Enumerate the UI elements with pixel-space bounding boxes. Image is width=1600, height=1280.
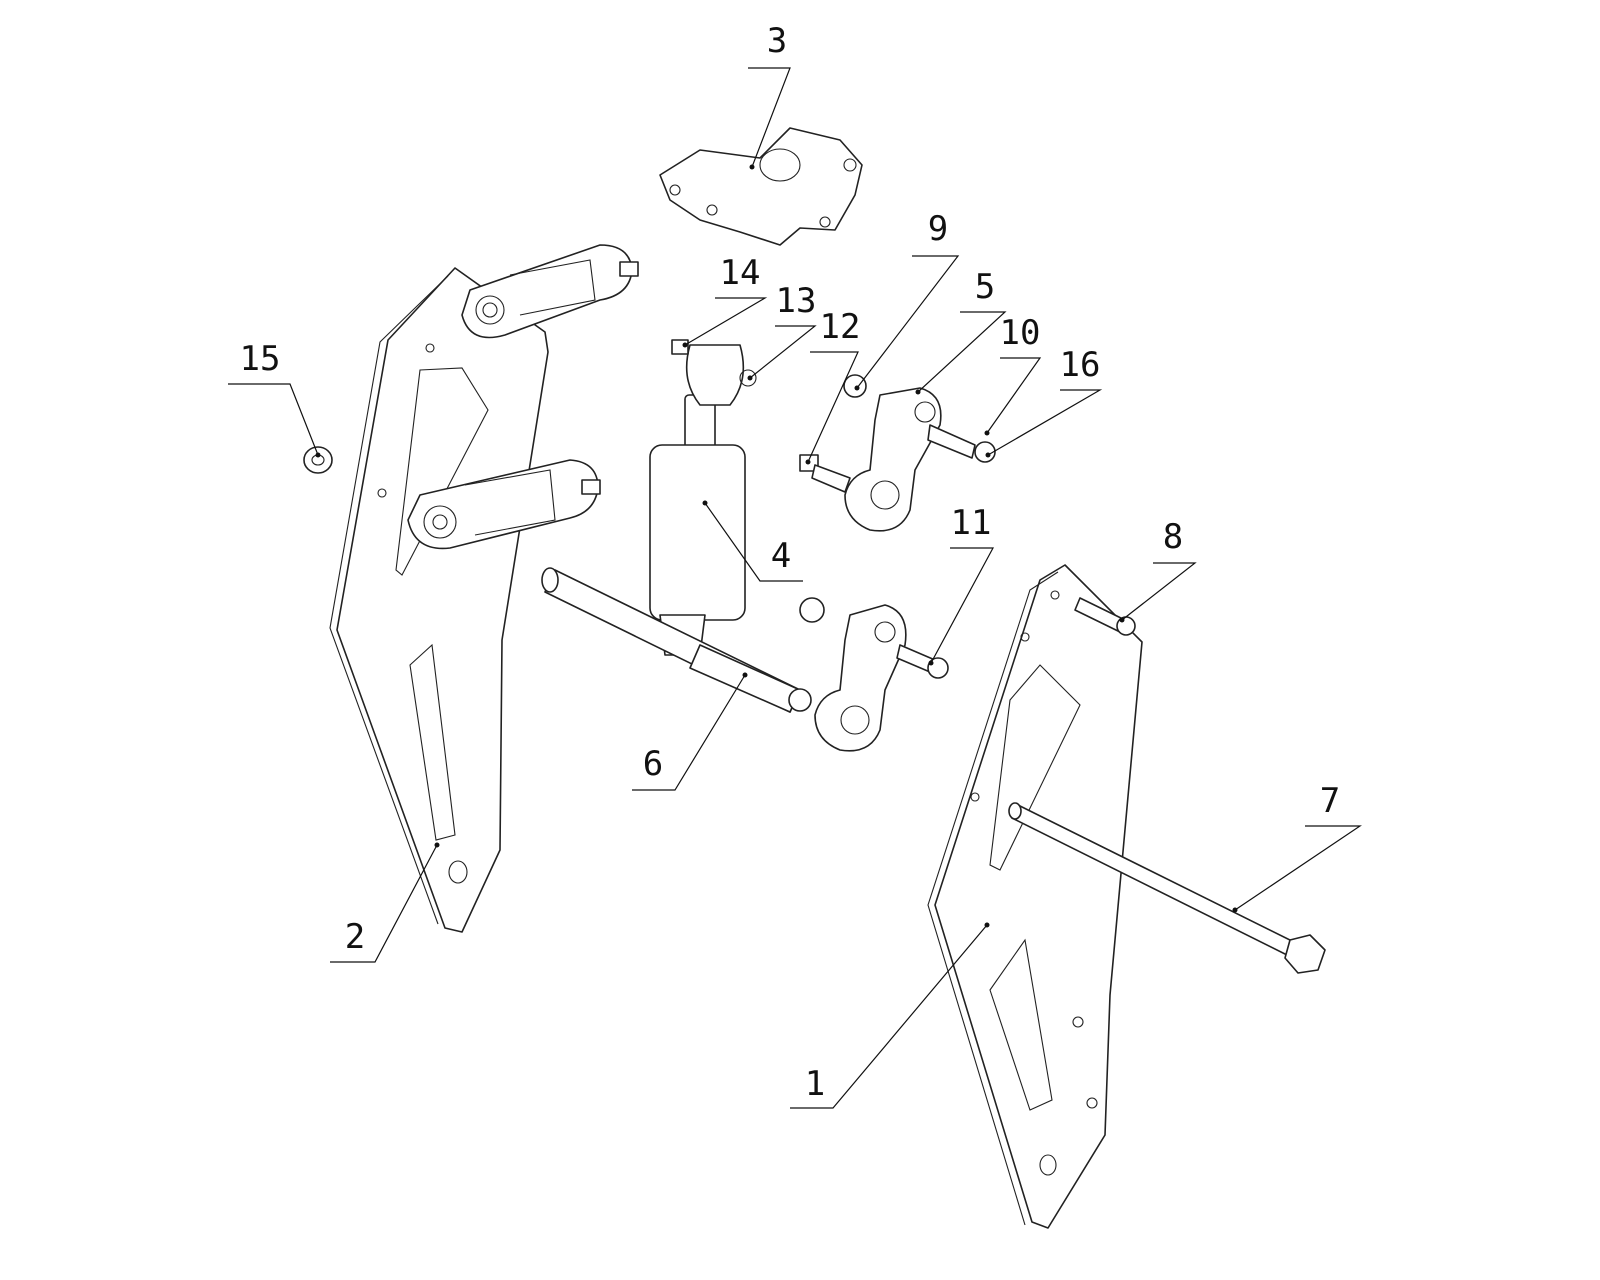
leader-2 bbox=[330, 844, 438, 963]
leader-1 bbox=[790, 924, 988, 1109]
callout-16: 16 bbox=[1060, 345, 1101, 385]
callout-9: 9 bbox=[928, 209, 948, 249]
part-6-shaft bbox=[541, 567, 801, 713]
part-5-arm-upper bbox=[799, 374, 996, 532]
callout-12: 12 bbox=[820, 307, 861, 347]
leader-5 bbox=[917, 311, 1007, 393]
callout-1: 1 bbox=[805, 1064, 825, 1104]
leader-4 bbox=[704, 502, 803, 582]
leader-16 bbox=[987, 389, 1103, 456]
leader-3 bbox=[748, 67, 791, 168]
callout-7: 7 bbox=[1320, 781, 1340, 821]
callout-11: 11 bbox=[951, 503, 992, 543]
leader-9 bbox=[856, 255, 960, 389]
callout-numbers: 1 2 3 4 5 6 7 8 9 10 11 12 13 14 15 16 bbox=[240, 21, 1341, 1104]
leader-7 bbox=[1234, 825, 1362, 911]
lower-link bbox=[407, 459, 601, 550]
part-3-bracket bbox=[659, 127, 863, 246]
callout-5: 5 bbox=[975, 267, 995, 307]
callout-13: 13 bbox=[776, 281, 817, 321]
leader-11 bbox=[930, 547, 995, 664]
callout-3: 3 bbox=[767, 21, 787, 61]
leader-6 bbox=[632, 674, 746, 791]
leader-14 bbox=[684, 297, 768, 346]
callout-6: 6 bbox=[643, 744, 663, 784]
part-5-arm-lower bbox=[788, 597, 949, 752]
callout-10: 10 bbox=[1000, 313, 1041, 353]
part-2-left-plate bbox=[329, 267, 549, 933]
callout-2: 2 bbox=[345, 917, 365, 957]
part-1-right-plate bbox=[927, 564, 1143, 1229]
part-15-nut bbox=[303, 446, 333, 474]
leader-15 bbox=[228, 383, 319, 456]
part-4-gas-spring bbox=[649, 339, 757, 656]
callout-leaders bbox=[228, 67, 1362, 1109]
callout-14: 14 bbox=[720, 253, 761, 293]
leader-8 bbox=[1121, 562, 1197, 621]
leader-10 bbox=[986, 357, 1042, 434]
part-8-pin bbox=[1074, 597, 1136, 636]
part-7-bolt bbox=[1008, 802, 1326, 974]
upper-link bbox=[461, 244, 639, 339]
callout-8: 8 bbox=[1163, 517, 1183, 557]
callout-4: 4 bbox=[771, 536, 791, 576]
leader-13 bbox=[749, 325, 817, 379]
callout-15: 15 bbox=[240, 339, 281, 379]
leader-12 bbox=[807, 351, 859, 463]
